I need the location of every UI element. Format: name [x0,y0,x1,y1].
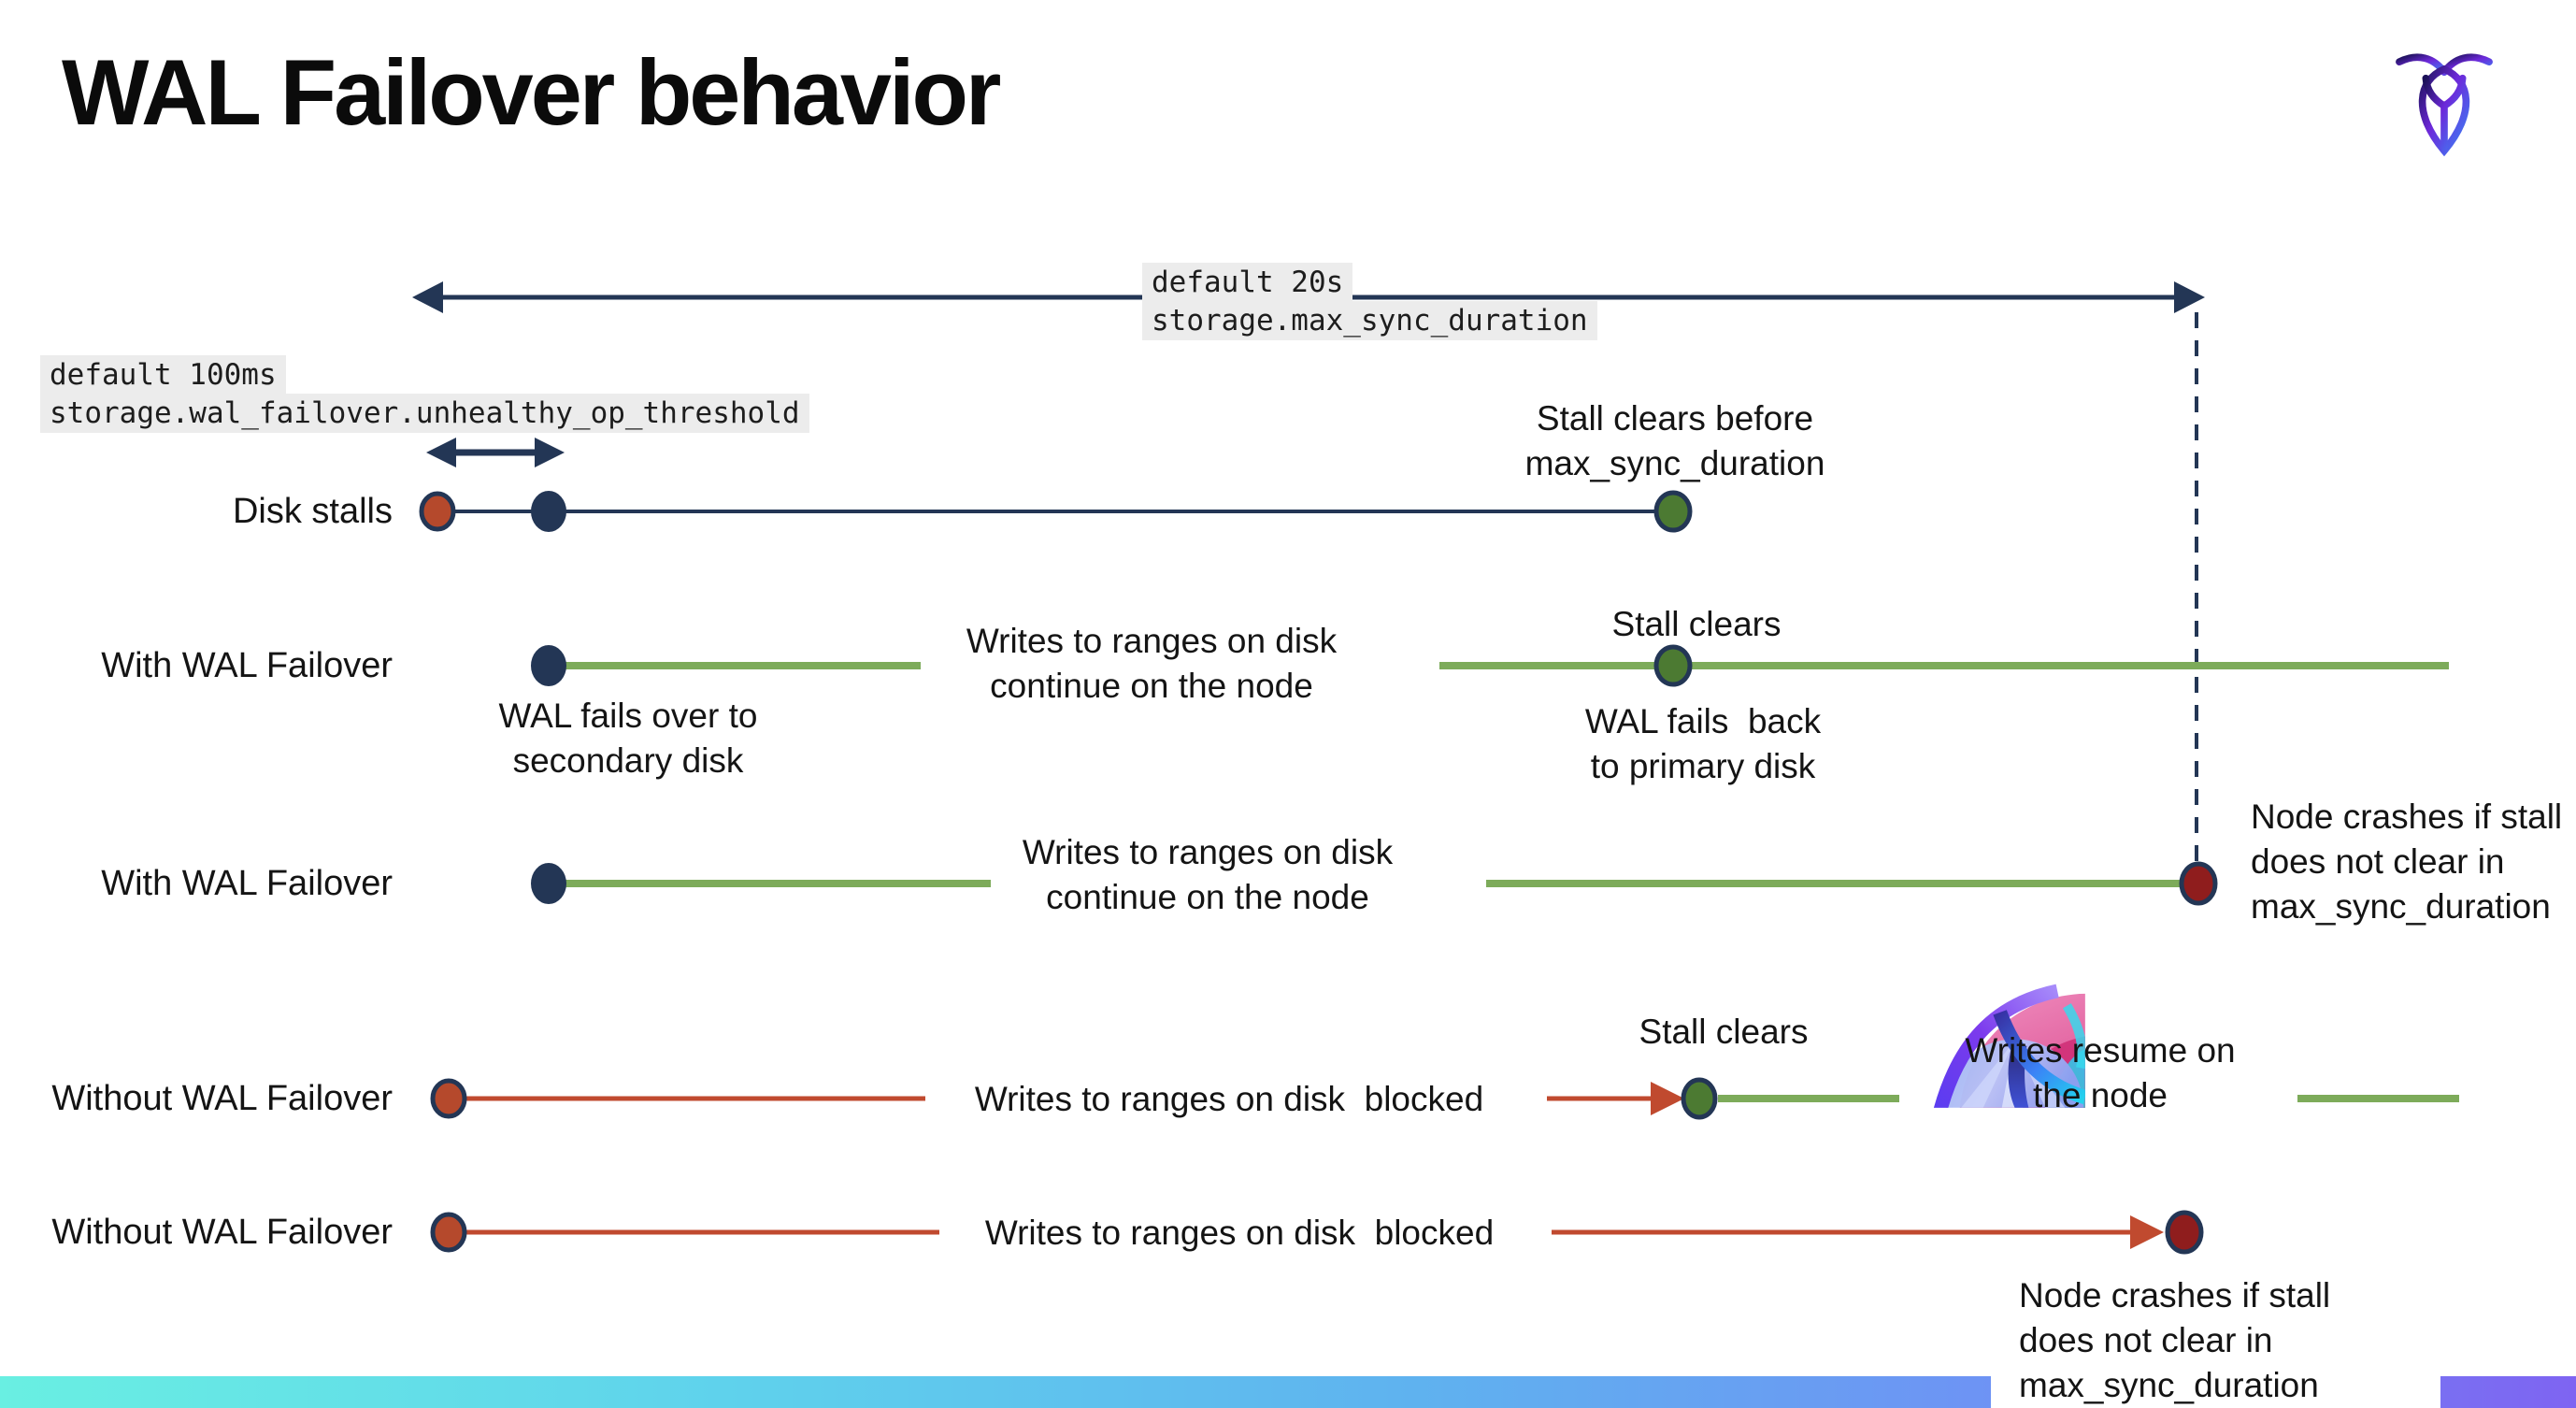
stall-start-dot [430,1212,467,1253]
failover-dot [531,645,566,686]
arrow-right-head [1651,1082,1684,1115]
caption-wal-fails-back: WAL fails back to primary disk [1584,702,1822,785]
stall-start-dot [430,1078,467,1119]
caption-writes-blocked-1: Writes to ranges on disk blocked [974,1080,1484,1118]
row-label-with-wal-failover-1: With WAL Failover [101,646,393,685]
node-crash-callout-box: Node crashes if stall does not clear in … [1991,1260,2440,1408]
arrow-right-head [535,438,565,467]
page-title: WAL Failover behavior [62,40,1001,144]
caption-writes-blocked-2: Writes to ranges on disk blocked [984,1214,1495,1252]
stall-start-dot [419,491,456,532]
max-sync-default-label: default 20s [1142,263,1353,302]
cockroachdb-logo-icon [2396,53,2493,157]
caption-writes-resume: Writes resume on the node [1965,1031,2236,1114]
caption-stall-clears-1: Stall clears [1611,605,1782,643]
threshold-default-label: default 100ms [40,355,286,395]
threshold-setting-name: storage.wal_failover.unhealthy_op_thresh… [40,394,809,433]
caption-writes-continue-1: Writes to ranges on disk continue on the… [966,622,1338,705]
row-label-with-wal-failover-2: With WAL Failover [101,864,393,903]
row-label-disk-stalls: Disk stalls [232,492,393,531]
stall-clears-dot [1653,644,1693,687]
arrow-right-head [2130,1215,2164,1249]
row-label-without-wal-failover-2: Without WAL Failover [51,1213,393,1252]
stall-clears-dot [1653,490,1693,533]
caption-node-crashes-right: Node crashes if stall does not clear in … [2251,797,2563,926]
node-crash-dot [2165,1210,2204,1255]
caption-wal-fails-over: WAL fails over to secondary disk [498,697,758,780]
max-sync-setting-name: storage.max_sync_duration [1142,301,1597,340]
arrow-left-head [412,281,443,313]
logo-inner-y [2422,74,2467,151]
failover-dot [531,863,566,904]
caption-writes-continue-2: Writes to ranges on disk continue on the… [1022,833,1394,916]
arrow-right-head [2174,281,2205,313]
node-crash-dot [2179,861,2218,906]
caption-stall-clears-before: Stall clears before max_sync_duration [1524,399,1825,482]
stall-clears-dot [1681,1077,1718,1120]
failover-trigger-dot [531,491,566,532]
row-label-without-wal-failover-1: Without WAL Failover [51,1079,393,1118]
caption-stall-clears-2: Stall clears [1639,1013,1809,1051]
caption-node-crashes-bottom: Node crashes if stall does not clear in … [2019,1276,2331,1404]
arrow-left-head [426,438,456,467]
